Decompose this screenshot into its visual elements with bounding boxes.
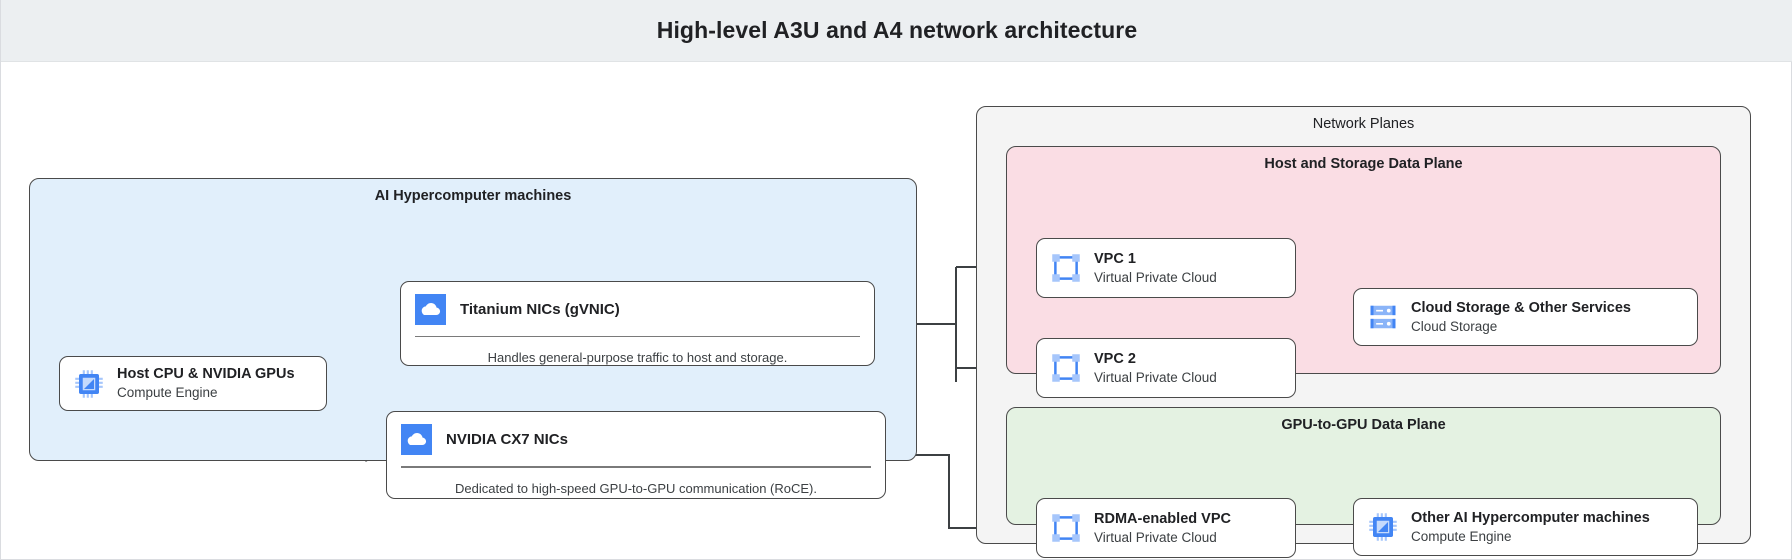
node-title: VPC 1 [1094,250,1136,267]
vpc-icon [1052,514,1080,542]
group-label-gpu-plane: GPU-to-GPU Data Plane [1281,417,1446,433]
panel-title: NVIDIA CX7 NICs [446,431,568,448]
node-cloud-storage-and-other-services[interactable]: Cloud Storage & Other Services Cloud Sto… [1353,288,1698,346]
panel-divider [401,466,871,468]
node-subtitle: Virtual Private Cloud [1094,369,1217,385]
panel-titanium-nics[interactable]: Titanium NICs (gVNIC) Handles general-pu… [400,281,875,366]
group-label-ai-machines: AI Hypercomputer machines [374,188,572,204]
panel-caption: Dedicated to high-speed GPU-to-GPU commu… [455,481,817,496]
group-label-host-storage-plane: Host and Storage Data Plane [1264,156,1463,172]
cloud-storage-icon [1370,305,1396,329]
node-subtitle: Cloud Storage [1411,318,1498,334]
node-rdma-enabled-vpc[interactable]: RDMA-enabled VPC Virtual Private Cloud [1036,498,1296,558]
cpu-chip-icon [75,369,103,398]
panel-head: Titanium NICs (gVNIC) [415,294,860,325]
node-host-cpu-gpus[interactable]: Host CPU & NVIDIA GPUs Compute Engine [59,356,327,411]
panel-nvidia-cx7-nics[interactable]: NVIDIA CX7 NICs Dedicated to high-speed … [386,411,886,499]
page-title: High-level A3U and A4 network architectu… [656,17,1138,43]
group-label-network-planes: Network Planes [1312,116,1415,132]
node-other-ai-hypercomputer-machines[interactable]: Other AI Hypercomputer machines Compute … [1353,498,1698,556]
node-title: Other AI Hypercomputer machines [1411,509,1650,526]
node-vpc-1[interactable]: VPC 1 Virtual Private Cloud [1036,238,1296,298]
diagram-canvas: AI Hypercomputer machines Host CPU & NVI… [1,62,1792,560]
node-vpc-2[interactable]: VPC 2 Virtual Private Cloud [1036,338,1296,398]
cloud-icon [401,424,432,455]
node-subtitle: Virtual Private Cloud [1094,269,1217,285]
panel-divider [415,336,860,337]
cpu-chip-icon [1369,513,1397,541]
node-title: VPC 2 [1094,350,1136,367]
panel-head: NVIDIA CX7 NICs [401,424,871,455]
node-subtitle: Virtual Private Cloud [1094,529,1217,545]
node-subtitle: Compute Engine [1411,528,1512,544]
node-title: Host CPU & NVIDIA GPUs [117,366,295,382]
panel-caption: Handles general-purpose traffic to host … [487,350,788,365]
vpc-icon [1052,354,1080,382]
panel-title: Titanium NICs (gVNIC) [460,301,620,318]
title-bar: High-level A3U and A4 network architectu… [1,0,1792,62]
cloud-icon [415,294,446,325]
vpc-icon [1052,254,1080,282]
node-title: Cloud Storage & Other Services [1411,299,1631,316]
node-title: RDMA-enabled VPC [1094,510,1231,527]
node-subtitle: Compute Engine [117,385,218,401]
